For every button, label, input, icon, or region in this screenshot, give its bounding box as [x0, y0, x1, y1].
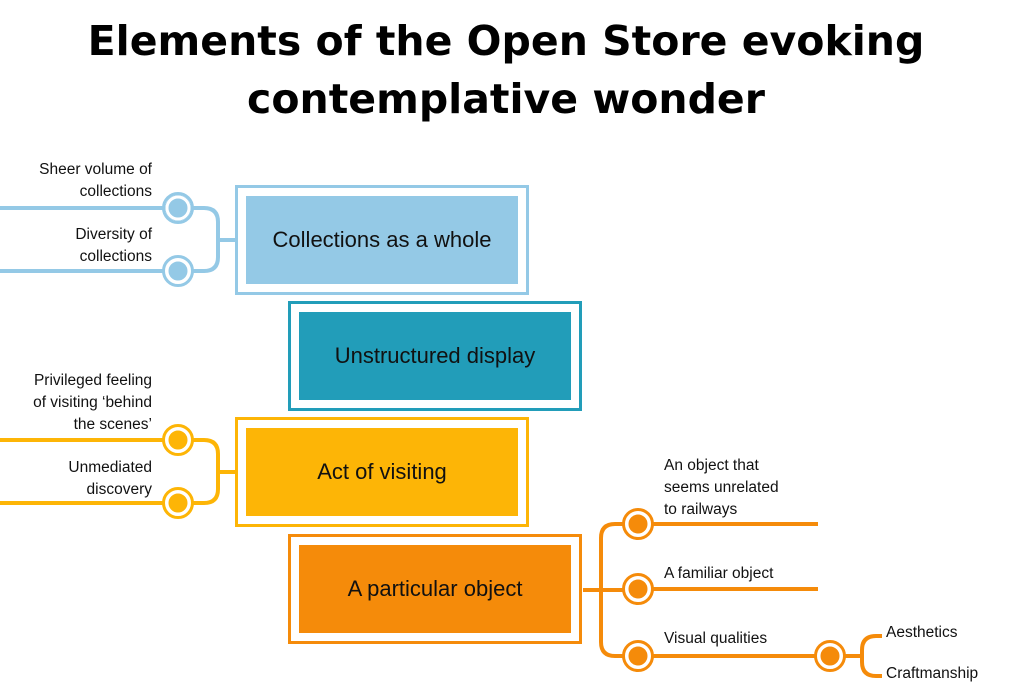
leaf-visual-label: Visual qualities [664, 630, 768, 647]
connector-object-bracket [583, 522, 624, 658]
title-line-1: Elements of the Open Store evoking [87, 17, 925, 65]
node-visual-sub [817, 643, 843, 669]
leaf-visual-qualities: Visual qualities [664, 628, 767, 650]
leaf-unmediated-line-2: discovery [86, 481, 152, 498]
node-visual [625, 643, 651, 669]
connector-visual-bracket [844, 634, 882, 678]
leaf-privileged-feeling: Privileged feeling of visiting ‘behind t… [33, 370, 152, 436]
leaf-sheer-volume: Sheer volume of collections [39, 159, 152, 203]
leaf-sheer-volume-line-2: collections [79, 183, 152, 200]
box-object-label: A particular object [347, 576, 523, 601]
leaf-unrelated-line-2: seems unrelated [664, 479, 779, 496]
leaf-privileged-line-3: the scenes’ [73, 416, 152, 433]
node-unmediated [165, 490, 191, 516]
leaf-sheer-volume-line-1: Sheer volume of [39, 161, 152, 178]
box-unstructured-label: Unstructured display [334, 343, 536, 368]
connector-yellow-bracket [192, 438, 236, 505]
leaf-unmediated-discovery: Unmediated discovery [68, 457, 152, 501]
box-collections-label: Collections as a whole [272, 227, 492, 252]
leaf-familiar-object: A familiar object [664, 563, 773, 585]
box-visiting-label: Act of visiting [317, 459, 447, 484]
box-unstructured-display: Unstructured display [288, 301, 582, 411]
diagram-title: Elements of the Open Store evoking conte… [0, 12, 1012, 128]
leaf-diversity: Diversity of collections [75, 224, 152, 268]
leaf-unmediated-line-1: Unmediated [68, 459, 152, 476]
leaf-unrelated-object: An object that seems unrelated to railwa… [664, 455, 779, 521]
leaf-diversity-line-1: Diversity of [75, 226, 152, 243]
box-a-particular-object: A particular object [288, 534, 582, 644]
leaf-unrelated-line-1: An object that [664, 457, 759, 474]
node-unrelated [625, 511, 651, 537]
leaf-diversity-line-2: collections [79, 248, 152, 265]
leaf-unrelated-line-3: to railways [664, 501, 738, 518]
leaf-aesthetics-label: Aesthetics [886, 624, 958, 641]
box-collections-as-a-whole: Collections as a whole [235, 185, 529, 295]
leaf-aesthetics: Aesthetics [886, 622, 958, 644]
node-privileged [165, 427, 191, 453]
leaf-privileged-line-2: of visiting ‘behind [33, 394, 152, 411]
node-familiar [625, 576, 651, 602]
node-diversity [165, 258, 191, 284]
leaf-craftsmanship: Craftmanship [886, 663, 978, 685]
box-act-of-visiting: Act of visiting [235, 417, 529, 527]
title-line-2: contemplative wonder [247, 75, 765, 123]
leaf-craftsmanship-label: Craftmanship [886, 665, 979, 682]
leaf-familiar-label: A familiar object [664, 565, 774, 582]
leaf-privileged-line-1: Privileged feeling [33, 372, 152, 389]
connector-blue-bracket [192, 206, 236, 273]
